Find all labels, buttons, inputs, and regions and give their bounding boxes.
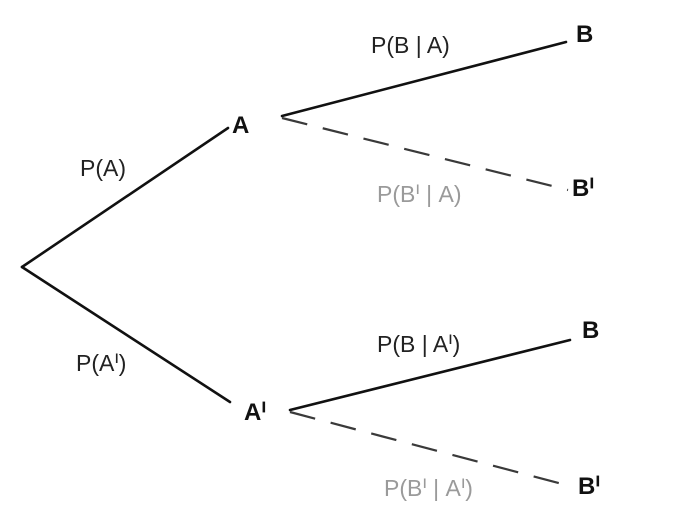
label-p-b-prime-given-a: P(Bᑊ | A) <box>377 181 462 207</box>
node-b-top: B <box>576 21 593 48</box>
edge-a-prime-to-b-prime <box>289 410 571 488</box>
edge-a-prime-to-b <box>288 338 572 412</box>
label-p-b-prime-given-a-prime: P(Bᑊ | Aᑊ) <box>384 475 473 501</box>
node-a-prime: Aᑊ <box>244 399 266 426</box>
node-b-bottom: B <box>582 317 599 344</box>
node-b-prime-bottom: Bᑊ <box>578 473 600 500</box>
label-p-a: P(A) <box>80 155 126 181</box>
node-b-prime-top: Bᑊ <box>572 175 594 202</box>
label-p-b-given-a-prime: P(B | Aᑊ) <box>377 331 460 357</box>
edge-a-to-b-prime <box>281 116 569 192</box>
label-p-b-given-a: P(B | A) <box>371 32 450 58</box>
node-a: A <box>232 112 249 139</box>
edge-a-to-b <box>280 40 568 118</box>
label-p-a-prime: P(Aᑊ) <box>76 350 126 376</box>
edge-root-to-a-prime <box>20 265 232 404</box>
edge-root-to-a <box>20 126 230 269</box>
